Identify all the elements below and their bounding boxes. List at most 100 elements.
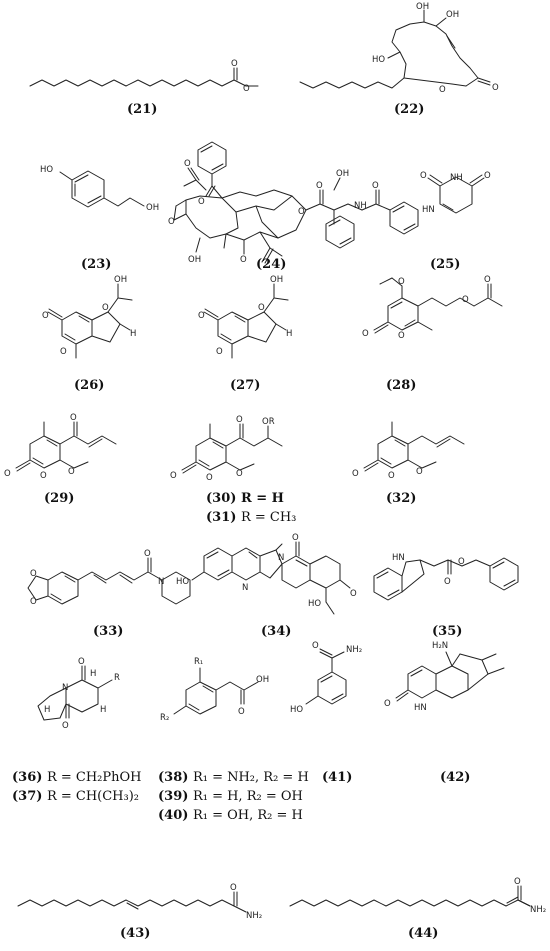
atom-hn: HN: [414, 703, 427, 713]
atom-n: N: [242, 583, 248, 593]
atom-o: O: [144, 549, 151, 559]
atom-o: O: [168, 217, 175, 227]
atom-o: O: [78, 657, 85, 667]
atom-o: O: [236, 415, 243, 425]
label-31: (31) R = CH₃: [206, 510, 296, 526]
atom-o: O: [206, 473, 213, 483]
label-42: (42): [440, 770, 471, 785]
atom-o: O: [216, 347, 223, 357]
atom-oh: OH: [336, 169, 349, 179]
label-43: (43): [120, 926, 151, 941]
structure-30-31: O O O OR O: [170, 415, 283, 483]
label-29: (29): [44, 491, 75, 506]
atom-or: OR: [262, 417, 275, 427]
atom-o: O: [350, 589, 357, 599]
atom-o: O: [420, 171, 427, 181]
atom-o: O: [236, 469, 243, 479]
atom-o: O: [184, 159, 191, 169]
atom-nh: NH: [354, 201, 367, 211]
label-36-substituent: R = CH₂PhOH: [46, 770, 142, 785]
atom-hn: HN: [392, 553, 405, 563]
atom-r2: R₂: [160, 713, 169, 723]
atom-o: O: [102, 303, 109, 313]
atom-o: O: [444, 577, 451, 587]
label-35: (35): [432, 624, 463, 639]
atom-o: O: [312, 641, 319, 651]
atom-o: O: [240, 255, 247, 265]
atom-nh2: NH₂: [246, 911, 262, 921]
structure-35: HN O O: [373, 553, 519, 601]
structure-21: O O: [29, 59, 259, 94]
atom-o: O: [362, 329, 369, 339]
structure-26: O O O OH H: [42, 275, 136, 359]
atom-o: O: [514, 877, 521, 887]
label-30-substituent: R = H: [240, 491, 284, 506]
label-32: (32): [386, 491, 417, 506]
atom-h: H: [286, 329, 292, 339]
structure-32: O O O: [352, 421, 465, 481]
atom-n: N: [62, 683, 68, 693]
label-23: (23): [81, 257, 112, 272]
atom-o: O: [60, 347, 67, 357]
label-37-number: (37): [12, 789, 43, 804]
structure-29: O O O O: [4, 413, 117, 481]
structure-22: HO OH OH O O: [299, 2, 499, 95]
atom-o: O: [352, 469, 359, 479]
atom-oh: OH: [446, 10, 459, 20]
atom-h: H: [130, 329, 136, 339]
label-30: (30) R = H: [206, 491, 284, 507]
atom-o: O: [62, 721, 69, 731]
atom-o: O: [198, 311, 205, 321]
atom-h2n: H₂N: [432, 641, 448, 651]
label-39-substituent: R₁ = H, R₂ = OH: [192, 789, 303, 804]
label-38-number: (38): [158, 770, 189, 785]
label-38: (38) R₁ = NH₂, R₂ = H: [158, 770, 309, 786]
label-39-number: (39): [158, 789, 189, 804]
label-36-number: (36): [12, 770, 43, 785]
atom-o: O: [462, 295, 469, 305]
atom-n: N: [158, 577, 164, 587]
atom-o: O: [439, 85, 446, 95]
label-34: (34): [261, 624, 292, 639]
structure-25: NH HN O O: [420, 171, 491, 215]
structure-23: HO OH: [40, 165, 159, 213]
atom-o: O: [30, 597, 37, 607]
structure-28: O O O O O: [362, 275, 503, 341]
label-27: (27): [230, 378, 261, 393]
atom-oh: OH: [416, 2, 429, 12]
atom-o: O: [230, 883, 237, 893]
structure-24: O O O O OH O O OH NH O: [168, 141, 419, 265]
label-25: (25): [430, 257, 461, 272]
label-31-number: (31): [206, 510, 237, 525]
atom-oh: OH: [256, 675, 269, 685]
atom-nh2: NH₂: [530, 905, 546, 915]
structure-36-37: O O R H N H H: [37, 657, 120, 731]
atom-o: O: [70, 413, 77, 423]
atom-h: H: [90, 669, 96, 679]
atom-oh: OH: [114, 275, 127, 285]
atom-o: O: [30, 569, 37, 579]
atom-o: O: [231, 59, 238, 69]
atom-o: O: [198, 197, 205, 207]
label-37: (37) R = CH(CH₃)₂: [12, 789, 139, 805]
atom-hn: HN: [422, 205, 435, 215]
atom-o: O: [384, 699, 391, 709]
atom-oh: OH: [188, 255, 201, 265]
label-37-substituent: R = CH(CH₃)₂: [46, 789, 140, 804]
atom-o: O: [388, 471, 395, 481]
atom-r: R: [114, 673, 120, 683]
label-39: (39) R₁ = H, R₂ = OH: [158, 789, 303, 805]
label-38-substituent: R₁ = NH₂, R₂ = H: [192, 770, 309, 785]
label-30-number: (30): [206, 491, 237, 506]
atom-ho: HO: [308, 599, 321, 609]
label-21: (21): [127, 102, 158, 117]
atom-o: O: [170, 471, 177, 481]
label-28: (28): [386, 378, 417, 393]
atom-o: O: [484, 275, 491, 285]
atom-ho: HO: [290, 705, 303, 715]
atom-o: O: [398, 277, 405, 287]
atom-o: O: [238, 707, 245, 717]
structure-34: HO N N O O HO: [176, 533, 357, 615]
atom-o: O: [40, 471, 47, 481]
atom-ho: HO: [372, 55, 385, 65]
